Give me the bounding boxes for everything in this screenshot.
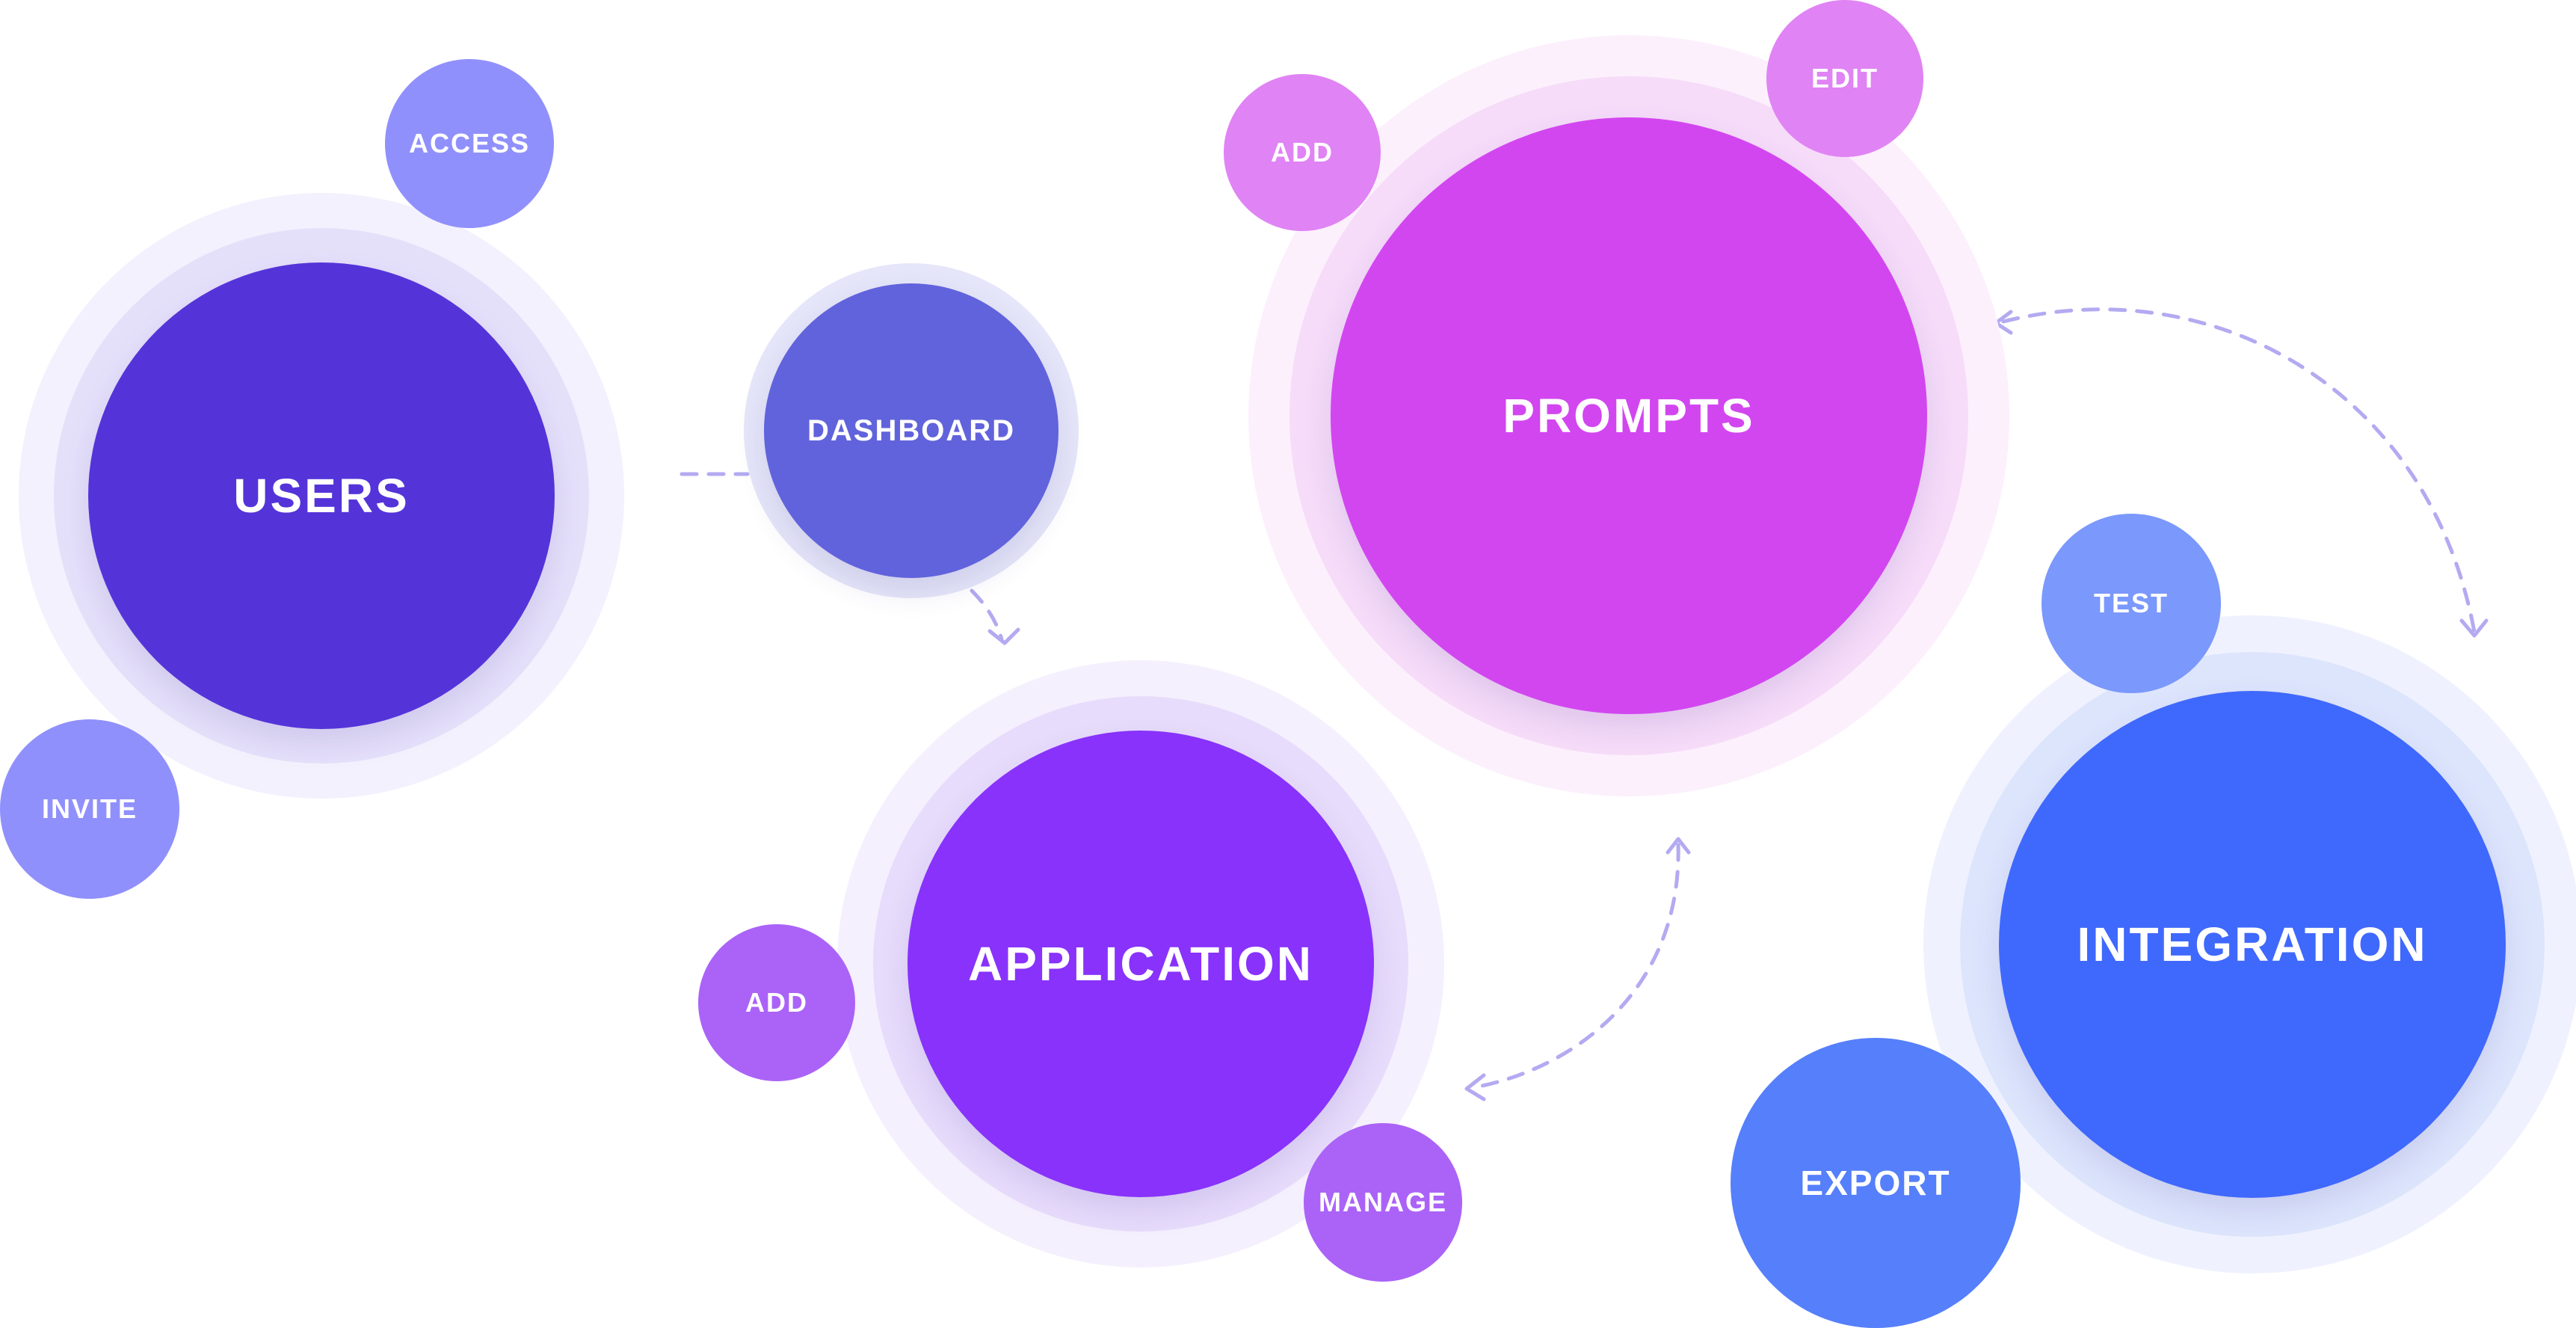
export-node[interactable]: EXPORT [1731,1038,2021,1328]
test-node[interactable]: TEST [2042,514,2221,693]
users-label: USERS [233,469,410,523]
access-node[interactable]: ACCESS [385,59,554,228]
export-label: EXPORT [1800,1163,1951,1202]
integration-node[interactable]: INTEGRATION [1999,691,2506,1198]
invite-label: INVITE [41,793,138,824]
access-label: ACCESS [408,128,531,159]
application-add-node[interactable]: ADD [698,924,855,1081]
dashboard-node[interactable]: DASHBOARD [764,283,1059,578]
dashboard-label: DASHBOARD [807,414,1015,447]
prompts-label: PROMPTS [1503,389,1755,443]
application-label: APPLICATION [967,937,1314,991]
invite-node[interactable]: INVITE [0,719,179,899]
arrowhead-application-prompts [1666,837,1691,855]
prompts-node[interactable]: PROMPTS [1331,117,1927,714]
prompts-add-label: ADD [1271,137,1334,167]
connector-dashboard-application [970,588,1004,642]
integration-label: INTEGRATION [2077,917,2428,971]
prompts-add-node[interactable]: ADD [1224,74,1381,231]
application-node[interactable]: APPLICATION [908,731,1374,1197]
application-manage-label: MANAGE [1319,1187,1447,1217]
application-manage-node[interactable]: MANAGE [1304,1123,1462,1282]
application-add-label: ADD [745,987,808,1018]
prompts-edit-node[interactable]: EDIT [1766,0,1923,157]
arrowhead-prompts-integration [2459,618,2489,638]
users-node[interactable]: USERS [88,262,555,729]
prompts-edit-label: EDIT [1811,63,1879,93]
connector-prompts-application [1469,843,1680,1090]
arrowhead-dashboard-application [987,627,1020,645]
test-label: TEST [2093,588,2169,618]
connector-prompts-integration [2001,307,2477,634]
arrowhead-prompts-application [1464,1073,1486,1101]
